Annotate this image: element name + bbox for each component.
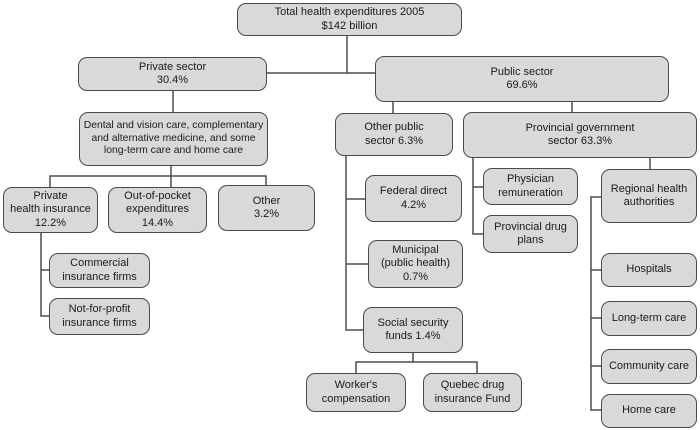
node-dental-vision-care: Dental and vision care, complementary an…	[79, 112, 268, 166]
node-not-for-profit-insurance-firms: Not-for-profit insurance firms	[49, 298, 150, 335]
node-private-sector: Private sector 30.4%	[78, 57, 267, 91]
node-other-public-sector: Other public sector 6.3%	[335, 113, 453, 156]
node-provincial-government-sector: Provincial government sector 63.3%	[463, 112, 697, 158]
node-federal-direct: Federal direct 4.2%	[365, 175, 462, 222]
connector-public-to-children	[392, 101, 573, 114]
node-out-of-pocket-expenditures: Out-of-pocket expenditures 14.4%	[108, 187, 207, 233]
node-community-care: Community care	[601, 349, 697, 384]
connector-other-public-to-children	[345, 155, 369, 331]
node-regional-health-authorities: Regional health authorities	[601, 169, 697, 223]
node-commercial-insurance-firms: Commercial insurance firms	[49, 253, 150, 288]
node-hospitals: Hospitals	[601, 253, 697, 287]
node-workers-compensation: Worker's compensation	[306, 373, 406, 412]
node-provincial-drug-plans: Provincial drug plans	[483, 215, 578, 253]
connector-total-to-sectors	[266, 35, 376, 74]
connector-social-security-to-children	[355, 352, 478, 374]
connector-insurance-to-firms	[40, 232, 50, 317]
connector-regional-to-children	[590, 196, 602, 411]
node-physician-remuneration: Physician remuneration	[483, 168, 578, 205]
connector-dental-to-children	[49, 165, 267, 188]
node-other-private: Other 3.2%	[218, 185, 315, 231]
node-long-term-care: Long-term care	[601, 301, 697, 336]
node-social-security-funds: Social security funds 1.4%	[363, 307, 463, 353]
node-private-health-insurance: Private health insurance 12.2%	[3, 187, 98, 233]
node-public-sector: Public sector 69.6%	[375, 56, 669, 102]
node-home-care: Home care	[601, 394, 697, 428]
node-total-health-expenditures: Total health expenditures 2005 $142 bill…	[237, 3, 462, 36]
node-municipal-public-health: Municipal (public health) 0.7%	[368, 240, 463, 288]
connector-provincial-to-children	[472, 157, 651, 235]
node-quebec-drug-insurance-fund: Quebec drug insurance Fund	[423, 373, 522, 412]
